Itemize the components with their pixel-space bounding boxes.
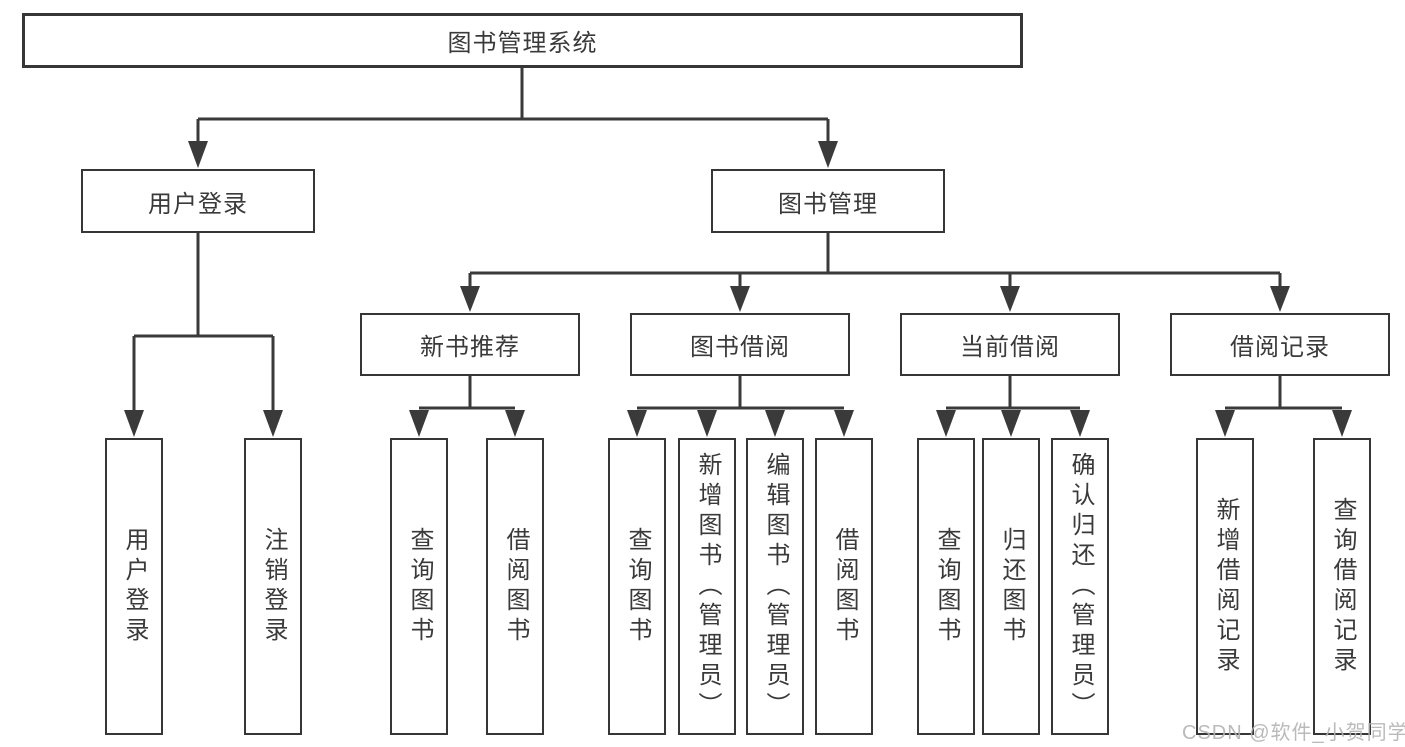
arrow-icon	[263, 410, 283, 437]
leaf-logout-label: 注销登录	[260, 526, 287, 647]
node-book-management-system: 图书管理系统	[22, 13, 1023, 68]
leaf-add-borrow-record-label: 新增借阅记录	[1212, 496, 1239, 677]
node-book-management-label: 图书管理	[778, 190, 878, 218]
arrow-icon	[834, 410, 854, 437]
node-borrow-records: 借阅记录	[1170, 313, 1390, 376]
leaf-query-books-3-label: 查询图书	[933, 526, 960, 647]
leaf-borrow-books-1-label: 借阅图书	[502, 526, 529, 647]
arrow-icon	[1270, 286, 1290, 312]
node-current-borrow-label: 当前借阅	[960, 334, 1060, 361]
arrow-icon	[697, 410, 717, 437]
csdn-watermark: CSDN @软件_小贺同学	[1182, 722, 1405, 744]
node-book-management-system-label: 图书管理系统	[447, 30, 598, 57]
arrow-icon	[1332, 410, 1352, 437]
leaf-query-books-1-label: 查询图书	[406, 526, 433, 647]
arrow-icon	[124, 410, 144, 437]
leaf-user-login: 用户登录	[105, 438, 163, 735]
leaf-user-login-label: 用户登录	[121, 526, 148, 647]
arrow-icon	[409, 410, 429, 437]
arrow-icon	[765, 410, 785, 437]
leaf-borrow-books-2-label: 借阅图书	[831, 526, 858, 647]
arrow-icon	[505, 410, 525, 437]
leaf-borrow-books-1: 借阅图书	[486, 438, 544, 735]
arrow-icon	[1215, 410, 1235, 437]
arrow-icon	[1001, 410, 1021, 437]
leaf-logout: 注销登录	[244, 438, 302, 735]
connector-edges	[132, 68, 1342, 414]
arrow-icon	[460, 286, 480, 312]
leaf-query-books-2: 查询图书	[608, 438, 666, 735]
node-user-login-label: 用户登录	[148, 190, 248, 218]
leaf-borrow-books-2: 借阅图书	[815, 438, 873, 735]
leaf-edit-books-admin: 编辑图书（管理员）	[746, 438, 804, 735]
leaf-add-borrow-record: 新增借阅记录	[1196, 438, 1254, 735]
node-borrow-records-label: 借阅记录	[1230, 334, 1330, 361]
arrow-icon	[1070, 410, 1090, 437]
leaf-return-books-label: 归还图书	[998, 526, 1025, 647]
leaf-add-books-admin-label: 新增图书（管理员）	[694, 451, 721, 722]
arrow-icon	[188, 141, 208, 168]
node-current-borrow: 当前借阅	[900, 313, 1120, 376]
arrow-icon	[627, 410, 647, 437]
node-user-login: 用户登录	[81, 169, 315, 233]
node-book-borrow-label: 图书借阅	[690, 334, 790, 361]
leaf-edit-books-admin-label: 编辑图书（管理员）	[762, 451, 789, 722]
leaf-confirm-return-admin: 确认归还（管理员）	[1051, 438, 1109, 735]
leaf-query-books-2-label: 查询图书	[624, 526, 651, 647]
node-new-book-recommend: 新书推荐	[360, 313, 580, 376]
node-book-borrow: 图书借阅	[630, 313, 850, 376]
leaf-return-books: 归还图书	[982, 438, 1040, 735]
leaf-query-borrow-record-label: 查询借阅记录	[1329, 496, 1356, 677]
leaf-query-borrow-record: 查询借阅记录	[1313, 438, 1371, 735]
arrow-icon	[936, 410, 956, 437]
node-new-book-recommend-label: 新书推荐	[420, 334, 520, 361]
leaf-query-books-3: 查询图书	[917, 438, 975, 735]
leaf-add-books-admin: 新增图书（管理员）	[678, 438, 736, 735]
connector-arrowheads	[124, 141, 1352, 437]
leaf-query-books-1: 查询图书	[390, 438, 448, 735]
node-book-management: 图书管理	[711, 169, 945, 233]
arrow-icon	[1000, 286, 1020, 312]
arrow-icon	[730, 286, 750, 312]
leaf-confirm-return-admin-label: 确认归还（管理员）	[1067, 451, 1094, 722]
arrow-icon	[818, 141, 838, 168]
